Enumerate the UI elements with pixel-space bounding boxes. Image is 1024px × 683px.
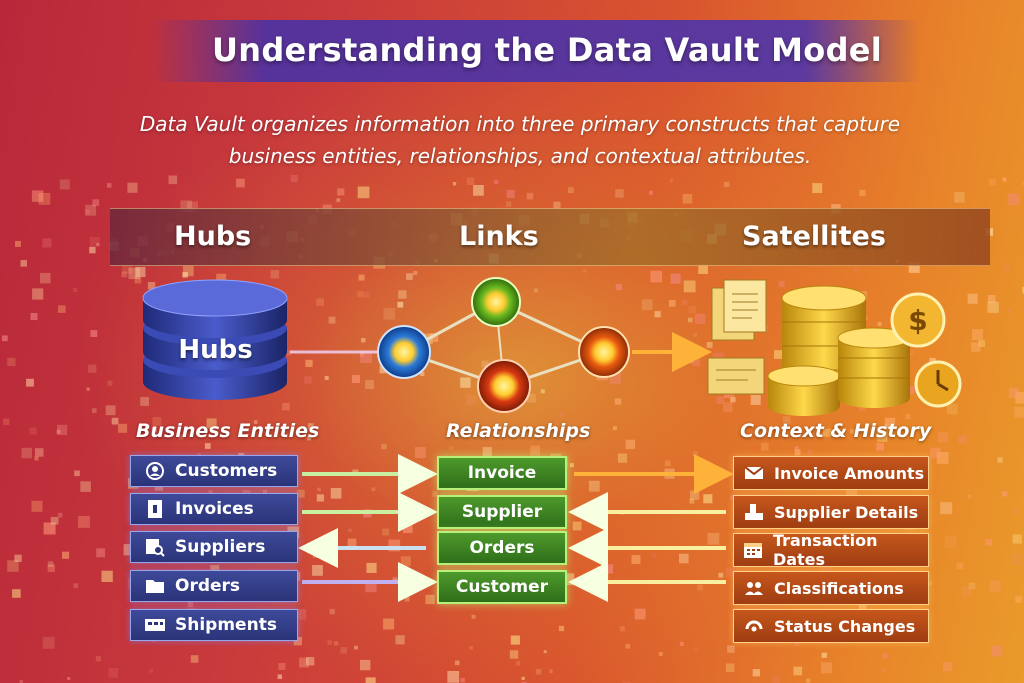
hubs-heading: Hubs (174, 221, 252, 252)
hub-item-orders: Orders (130, 570, 298, 602)
satellite-item-label: Invoice Amounts (774, 463, 925, 483)
shipment-icon (143, 615, 167, 635)
details-icon (742, 502, 766, 522)
satellite-item-classifications: Classifications (733, 571, 929, 605)
user-circle-icon (143, 461, 167, 481)
hub-item-label: Shipments (175, 615, 277, 635)
title-band (150, 20, 920, 82)
hub-item-label: Orders (175, 576, 241, 596)
subtitle-line-2: business entities, relationships, and co… (228, 144, 812, 168)
hubs-caption: Business Entities (136, 420, 320, 442)
supplier-search-icon (143, 537, 167, 557)
hub-link-arrows (298, 454, 438, 602)
document-icon (143, 499, 167, 519)
hubs-icon-label: Hubs (178, 335, 253, 365)
status-icon (742, 616, 766, 636)
page-title: Understanding the Data Vault Model (211, 31, 883, 69)
satellite-item-invoice-amounts: Invoice Amounts (733, 456, 929, 490)
subtitle-line-1: Data Vault organizes information into th… (139, 112, 901, 136)
hubs-database-icon (142, 279, 288, 400)
satellite-item-label: Status Changes (774, 616, 916, 636)
subtitle: Data Vault organizes information into th… (120, 108, 920, 172)
link-item-invoice: Invoice (437, 456, 567, 490)
links-caption: Relationships (446, 420, 591, 442)
satellite-item-status-changes: Status Changes (733, 609, 929, 643)
satellite-item-supplier-details: Supplier Details (733, 495, 929, 529)
hub-item-customers: Customers (130, 455, 298, 487)
link-item-orders: Orders (437, 531, 567, 565)
links-network-icon (377, 277, 630, 413)
hub-item-label: Suppliers (175, 537, 266, 557)
calendar-icon (742, 540, 765, 560)
satellite-item-transaction-dates: Transaction Dates (733, 531, 929, 569)
link-item-supplier: Supplier (437, 495, 567, 529)
link-item-customer: Customer (437, 570, 567, 604)
hub-item-label: Customers (175, 461, 278, 481)
svg-text:$: $ (908, 304, 927, 337)
satellites-heading: Satellites (742, 221, 886, 252)
satellite-item-label: Classifications (774, 578, 904, 598)
links-heading: Links (459, 221, 539, 252)
link-satellite-arrows (568, 454, 734, 602)
satellites-documents-coins-icon: $ (707, 279, 962, 416)
envelope-icon (742, 463, 766, 483)
hub-item-shipments: Shipments (130, 609, 298, 641)
folder-icon (143, 576, 167, 596)
hub-item-label: Invoices (175, 499, 254, 519)
people-icon (742, 578, 766, 598)
column-header-band (110, 208, 990, 266)
hub-item-invoices: Invoices (130, 493, 298, 525)
satellite-item-label: Supplier Details (774, 502, 919, 522)
hub-item-suppliers: Suppliers (130, 531, 298, 563)
satellite-item-label: Transaction Dates (772, 531, 878, 569)
satellites-caption: Context & History (740, 420, 932, 442)
